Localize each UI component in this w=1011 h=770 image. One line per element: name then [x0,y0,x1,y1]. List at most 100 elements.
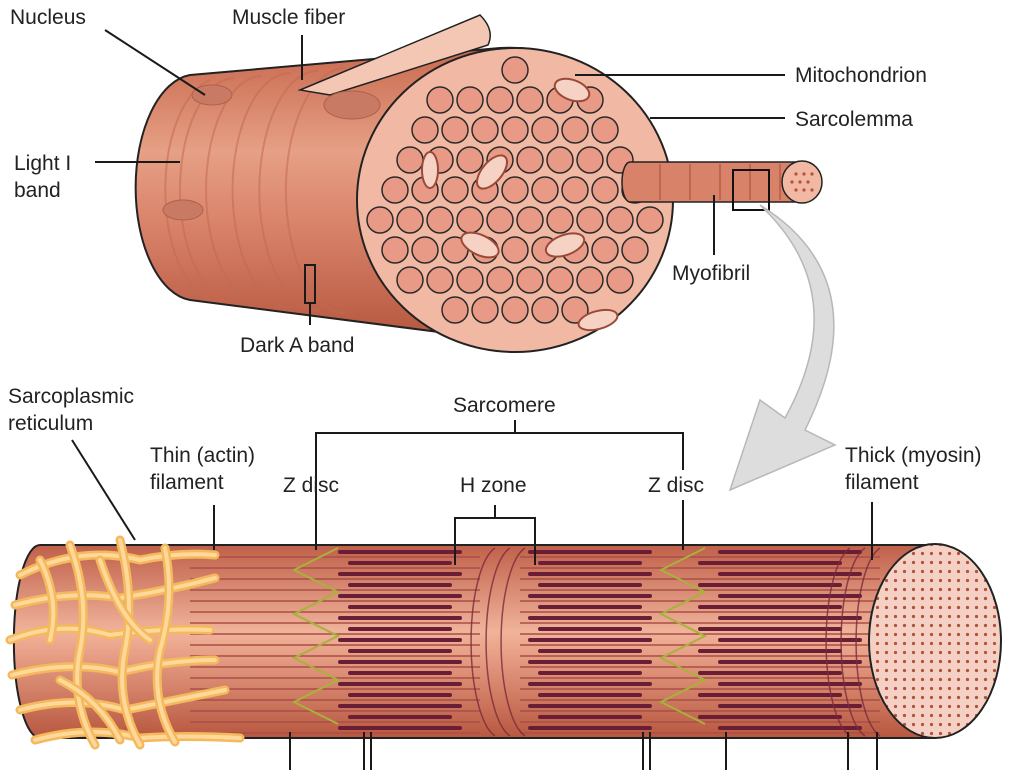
zoom-box [732,169,770,211]
label-mitochondrion: Mitochondrion [795,64,927,87]
label-sarcolemma: Sarcolemma [795,108,913,131]
reticulum-highlight [118,538,142,747]
label-thick-filament-line2: filament [845,471,919,494]
reticulum-highlight [98,558,152,642]
myofibril-circle [531,176,559,204]
myofibril-circle [561,116,589,144]
label-sarcomere: Sarcomere [453,394,556,417]
myofibril-circle [516,146,544,174]
myofibril-circle [486,206,514,234]
myofibril-circle [591,116,619,144]
nucleus-shape [162,199,204,221]
myofibril-circle [516,86,544,114]
myofibril-circle [591,176,619,204]
reticulum-highlight [68,543,97,747]
myofibril-circle [501,296,529,324]
labels: Nucleus Muscle fiber Mitochondrion Sarco… [8,6,982,497]
bottom-ticks [289,732,878,770]
myofibril-circle [441,176,469,204]
myofibril-circle [411,236,439,264]
myofibril-circle [426,206,454,234]
label-sarcoplasmic-line2: reticulum [8,412,93,435]
muscle-fiber-illustration [134,14,837,492]
myofibril-circle [486,266,514,294]
label-light-band-line1: Light I [14,152,71,175]
reticulum-highlight [155,546,177,744]
label-sarcoplasmic-line1: Sarcoplasmic [8,385,134,408]
label-z-disc-right: Z disc [648,474,704,497]
mitochondrion-shape [553,77,591,103]
myofibril-rod [621,160,823,211]
myofibril-circle [501,56,529,84]
myofibril-circle [381,176,409,204]
reticulum-highlight [58,678,122,742]
myofibril-circle [561,296,589,324]
myofibril-illustration [5,535,1002,750]
myofibril-circle [501,116,529,144]
myofibril-circle [441,296,469,324]
myofibril-circle [441,116,469,144]
mitochondrion-shape [577,308,619,332]
myofibril-circle [576,146,604,174]
label-dark-band: Dark A band [240,334,354,357]
myofibril-cross-sections [366,56,664,324]
myofibril-circle [606,266,634,294]
myofibril-circle [531,116,559,144]
myofibril-circle [426,266,454,294]
myofibril-circle [561,176,589,204]
reticulum-highlight [8,626,212,642]
myofibril-circle [366,206,394,234]
myofibril-circle [471,116,499,144]
myofibril-circle [591,236,619,264]
label-thin-filament-line2: filament [150,471,224,494]
myofibril-circle [456,206,484,234]
nucleus-shape [323,90,381,120]
sarcoplasmic-reticulum-mesh [5,535,245,750]
z-disc-line [291,547,341,725]
myofibril-circle [621,236,649,264]
myofibril-circle [546,206,574,234]
label-light-band-line2: band [14,179,61,202]
mitochondrion-shape [421,151,439,189]
myofibril-circle [516,266,544,294]
mitochondrion-shape [544,232,586,258]
nucleus-shape [191,84,233,106]
myofibril-circle [576,266,604,294]
myofibril-circle [606,206,634,234]
h-zone-arcs [470,547,881,737]
myofibril-circle [546,146,574,174]
myofibril-circle [396,206,424,234]
myofibril-end-cap [868,543,1002,739]
mitochondrion-shape [460,231,500,259]
sarcolemma-flap [297,14,491,96]
label-thin-filament-line1: Thin (actin) [150,444,255,467]
filament-lines [190,547,880,734]
myofibril-circle [396,266,424,294]
z-disc-line [658,547,708,725]
mitochondria [421,77,619,332]
label-myofibril: Myofibril [672,262,750,285]
myofibril-circle [396,146,424,174]
leader-lines [71,29,878,770]
label-nucleus: Nucleus [10,6,86,29]
label-thick-filament-line1: Thick (myosin) [845,444,982,467]
myofibril-circle [531,296,559,324]
myofibril-circle [456,146,484,174]
myofibril-circle [546,266,574,294]
reticulum-highlight [38,558,56,642]
myofibril-circle [471,296,499,324]
myofibril-circle [426,86,454,114]
mitochondrion-shape [476,154,508,190]
reticulum-highlight [18,552,217,577]
myofibril-circle [456,266,484,294]
label-muscle-fiber: Muscle fiber [232,6,345,29]
myofibril-circle [381,236,409,264]
label-z-disc-left: Z disc [283,474,339,497]
myofibril-circle [411,116,439,144]
myofibril-circle [501,236,529,264]
zoom-arrow [728,204,837,492]
myofibril-circle [486,86,514,114]
myofibril-circle [576,206,604,234]
